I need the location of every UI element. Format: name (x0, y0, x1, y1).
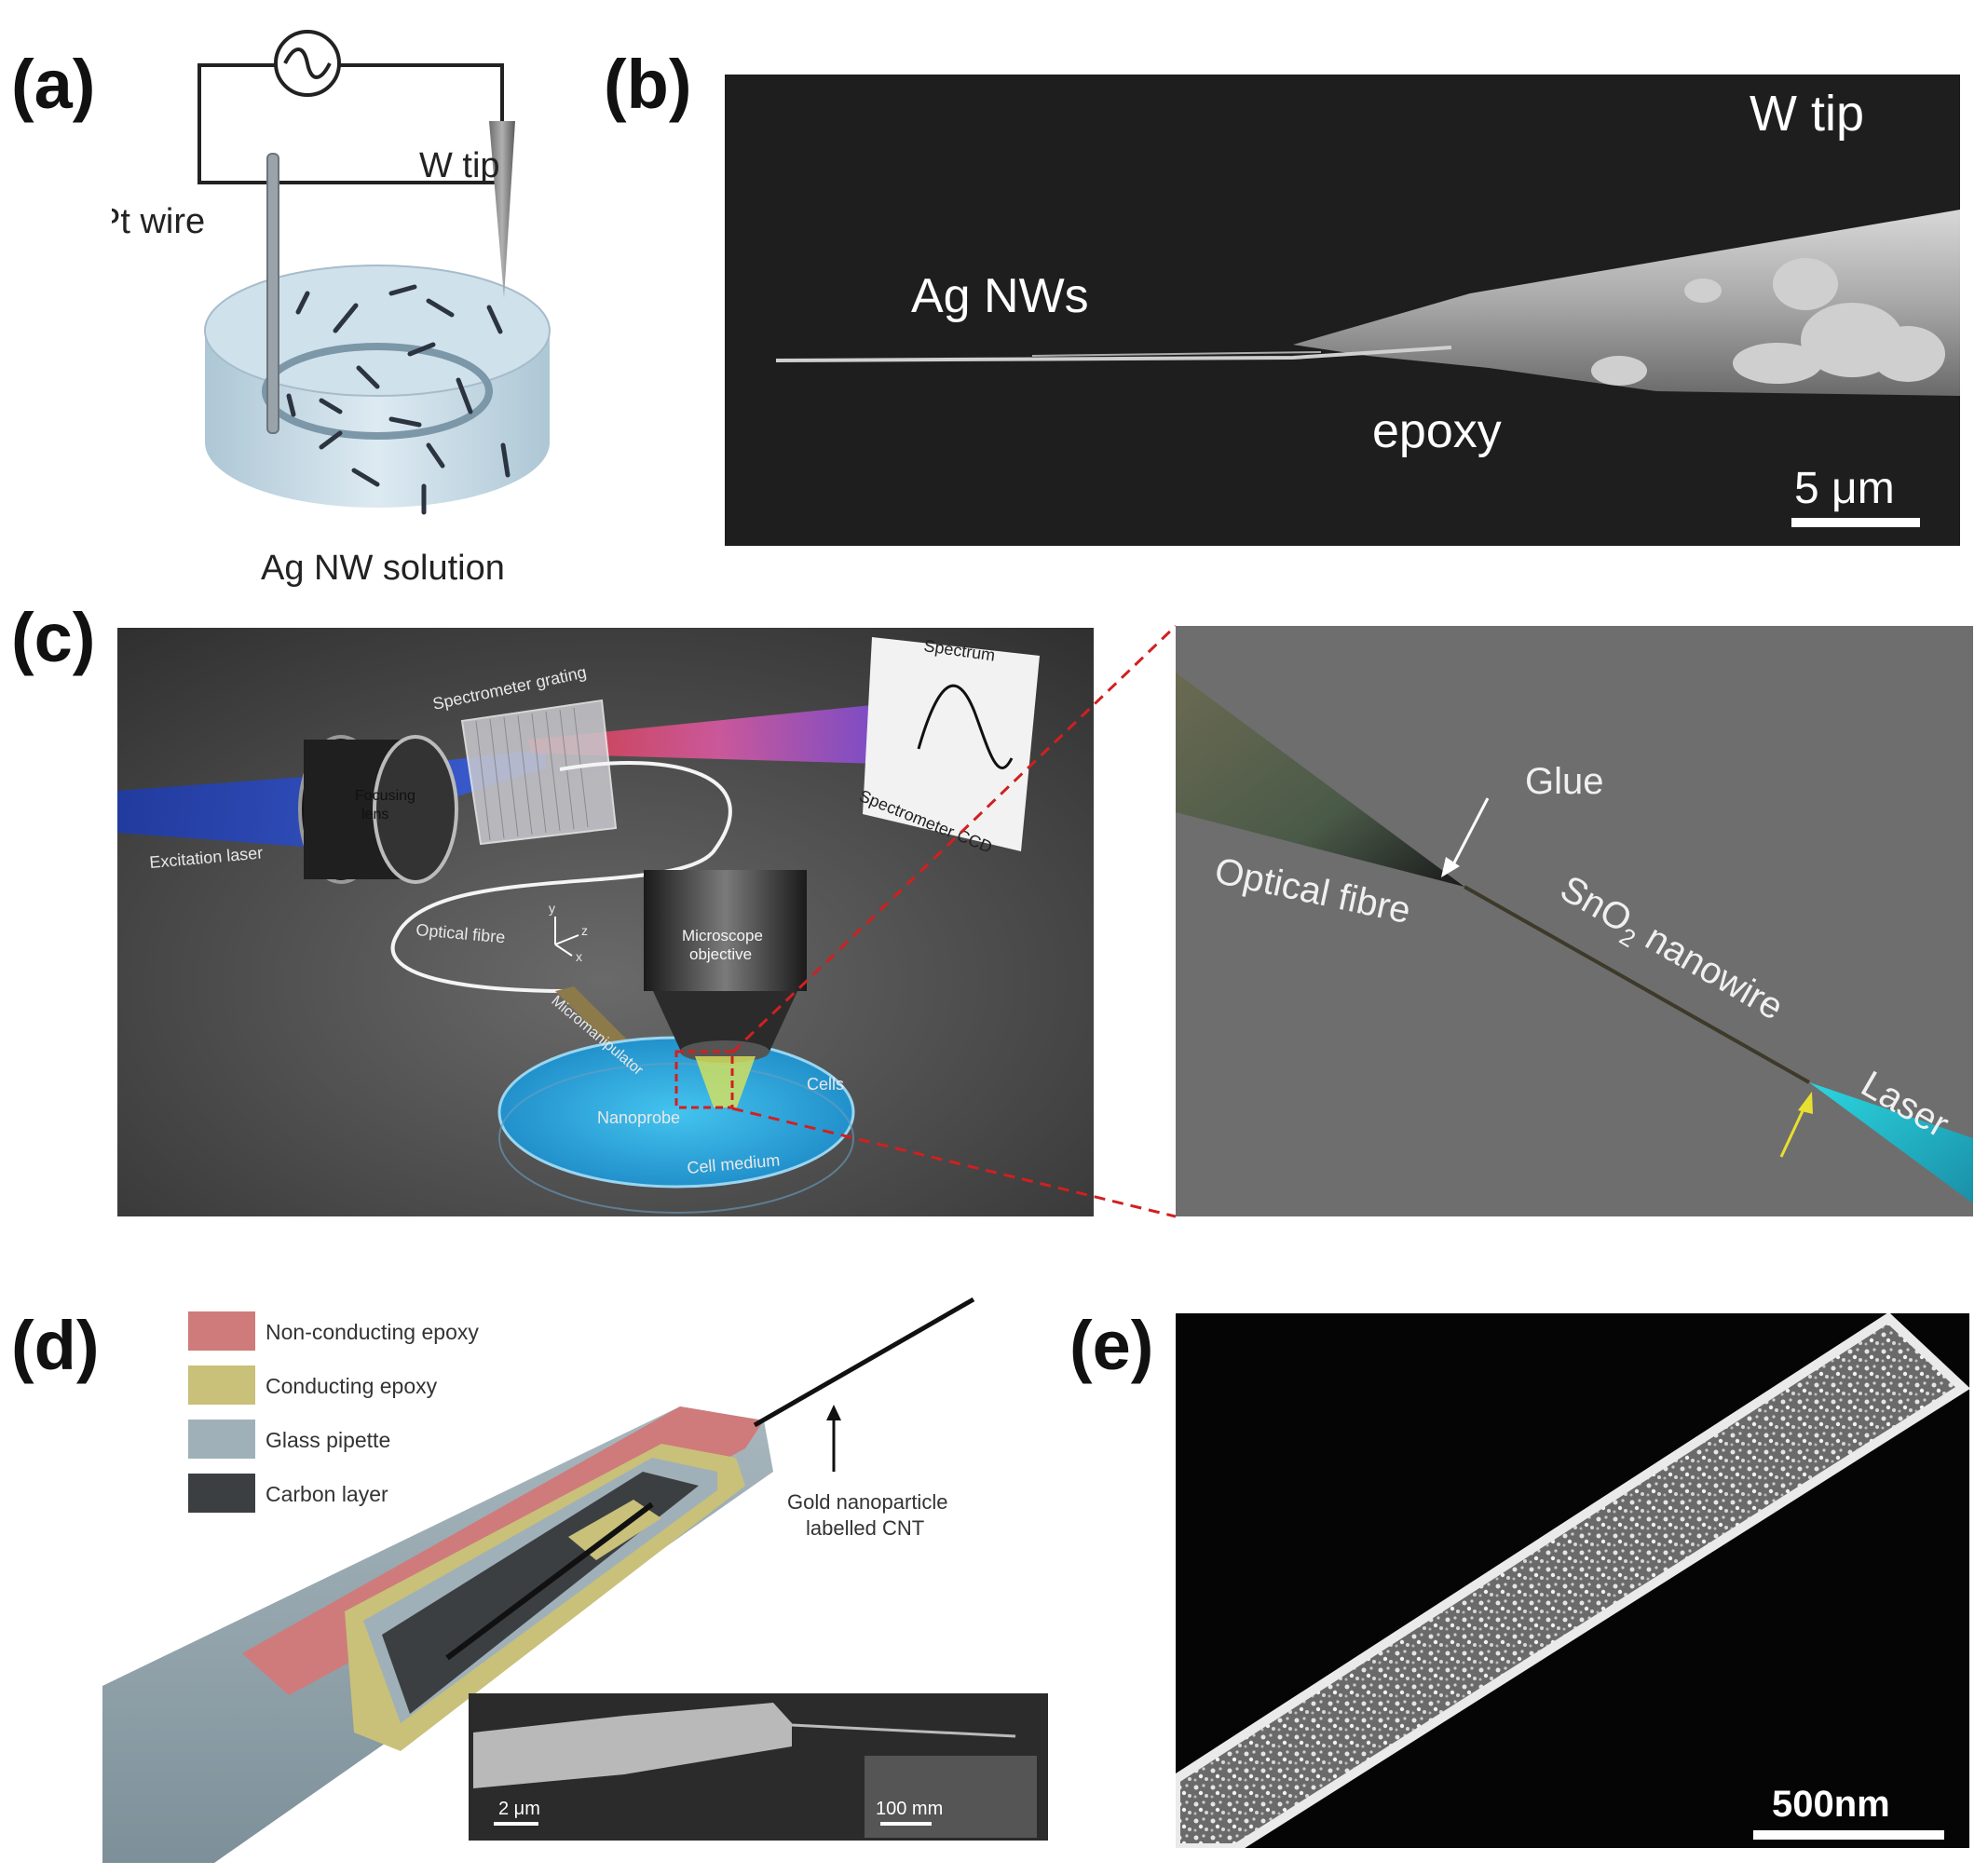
panel-b-sem: W tip Ag NWs epoxy 5 μm (725, 75, 1960, 546)
panel-c-setup: Spectrometer grating Spectrum Focusing l… (117, 628, 1094, 1216)
epoxy-label: epoxy (1372, 404, 1502, 458)
cells-label: Cells (807, 1075, 844, 1094)
epoxy-flakes (1591, 258, 1945, 386)
panel-c-letter: (c) (11, 599, 96, 676)
laser-beam (1809, 1082, 1973, 1203)
solution-label: Ag NW solution (261, 549, 505, 587)
inset-pipette (473, 1703, 792, 1788)
glue-arrow (1449, 797, 1490, 871)
microscope-label: Microscope (682, 927, 763, 944)
scale-bar (1791, 518, 1920, 527)
sno2-nanowire (1464, 885, 1810, 1084)
cnt-inner (445, 1501, 654, 1661)
panel-e-letter: (e) (1069, 1307, 1154, 1384)
legend-swatch-2 (188, 1420, 255, 1459)
ag-nws-label: Ag NWs (911, 269, 1089, 323)
panel-a-letter: (a) (11, 46, 96, 123)
panel-b-letter: (b) (604, 46, 692, 123)
scale-label: 500nm (1772, 1784, 1890, 1825)
axis-x-label: x (576, 949, 582, 964)
focusing-label: Focusing (355, 788, 415, 804)
glue-label: Glue (1525, 761, 1604, 802)
legend-label-3: Carbon layer (266, 1482, 388, 1506)
pt-wire-label: Pt wire (112, 202, 205, 241)
cnt-outer (753, 1297, 975, 1428)
objective-label: objective (689, 945, 752, 963)
panel-e-sem: 500nm (1176, 1313, 1969, 1848)
nanowire-sem (1176, 1313, 1969, 1848)
panel-d-schematic: Non-conducting epoxy Conducting epoxy Gl… (102, 1297, 1048, 1863)
legend-swatch-1 (188, 1365, 255, 1405)
spectrometer-ccd (863, 637, 1040, 851)
legend-label-0: Non-conducting epoxy (266, 1320, 479, 1344)
legend-label-1: Conducting epoxy (266, 1374, 438, 1398)
scale-label: 5 μm (1794, 464, 1895, 513)
legend-label-2: Glass pipette (266, 1428, 390, 1452)
optical-fibre (390, 761, 732, 993)
zoom-box (674, 1050, 734, 1109)
ring-electrode (262, 343, 493, 440)
nanowires (286, 284, 511, 515)
w-tip-label: W tip (419, 146, 500, 185)
optical-fibre-tip (1176, 673, 1464, 887)
legend-swatch-0 (188, 1311, 255, 1351)
axes-icon (554, 917, 579, 957)
inset-scale-2-bar (880, 1822, 932, 1826)
inset-scale-1-bar (494, 1822, 538, 1826)
legend-swatch-3 (188, 1474, 255, 1513)
w-tip (489, 121, 515, 298)
panel-d-letter: (d) (11, 1307, 100, 1384)
microscope-objective (644, 870, 807, 991)
lens-label: lens (361, 807, 388, 822)
pt-wire (266, 153, 279, 434)
cnt-label-1: Gold nanoparticle (787, 1490, 947, 1514)
spectrum-curve (917, 684, 1014, 769)
ag-nanowires (775, 346, 1452, 362)
inset-scale-2-label: 100 mm (876, 1799, 943, 1819)
cnt-label-2: labelled CNT (806, 1516, 924, 1540)
panel-c-zoom: Glue Optical fibre SnO2 nanowire Laser (1176, 626, 1973, 1216)
axis-z-label: z (581, 923, 588, 938)
inset-scale-1-label: 2 μm (498, 1799, 540, 1819)
panel-a-schematic: Pt wire W tip Ag NW solution (112, 30, 551, 587)
scale-bar (1753, 1830, 1944, 1840)
nanoprobe-label: Nanoprobe (597, 1108, 680, 1127)
axis-y-label: y (549, 901, 555, 916)
legend: Non-conducting epoxy Conducting epoxy Gl… (188, 1311, 479, 1513)
w-tip-label: W tip (1750, 86, 1864, 142)
